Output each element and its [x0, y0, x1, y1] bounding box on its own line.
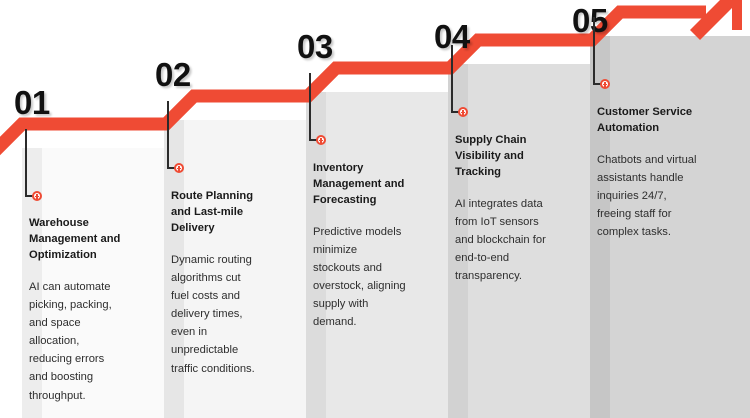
step-number-5: 05	[572, 2, 608, 39]
connector-2-line	[167, 101, 169, 169]
connector-3	[309, 73, 329, 146]
step-number-2: 02	[155, 56, 191, 93]
step-title-3: Inventory Management and Forecasting	[313, 162, 405, 206]
connector-4	[451, 45, 471, 118]
connector-2	[167, 101, 187, 174]
connector-5-marker-icon	[600, 79, 610, 90]
step-body-1: AI can automate picking, packing, and sp…	[29, 280, 112, 402]
connector-4-foot	[451, 111, 460, 113]
connector-2-foot	[167, 167, 176, 169]
connector-2-marker-icon	[174, 163, 184, 174]
connector-5-line	[593, 17, 595, 85]
connector-1	[25, 129, 45, 202]
step-panel-2	[164, 120, 310, 418]
step-number-3: 03	[297, 28, 333, 65]
step-panel-2-face	[184, 120, 310, 418]
connector-3-marker-icon	[316, 135, 326, 146]
step-title-5: Customer Service Automation	[597, 106, 693, 134]
step-text-1: Warehouse Management and Optimization AI…	[29, 216, 157, 405]
connector-3-line	[309, 73, 311, 141]
step-number-1: 01	[14, 84, 50, 121]
connector-1-foot	[25, 195, 34, 197]
connector-4-marker-icon	[458, 107, 468, 118]
connector-1-marker-icon	[32, 191, 42, 202]
step-title-4: Supply Chain Visibility and Tracking	[455, 134, 527, 178]
step-panel-1-edge	[22, 148, 42, 418]
step-body-2: Dynamic routing algorithms cut fuel cost…	[171, 253, 255, 375]
step-panel-1-face	[42, 148, 168, 418]
step-text-2: Route Planning and Last-mile Delivery Dy…	[171, 189, 299, 378]
step-body-5: Chatbots and virtual assistants handle i…	[597, 153, 697, 239]
step-panel-3-edge	[306, 92, 326, 418]
connector-1-line	[25, 129, 27, 197]
connector-5-foot	[593, 83, 602, 85]
step-body-3: Predictive models minimize stockouts and…	[313, 225, 406, 329]
connector-5	[593, 17, 613, 90]
step-text-5: Customer Service Automation Chatbots and…	[597, 105, 743, 242]
step-title-1: Warehouse Management and Optimization	[29, 217, 121, 261]
step-panel-2-edge	[164, 120, 184, 418]
step-body-4: AI integrates data from IoT sensors and …	[455, 197, 546, 283]
step-text-4: Supply Chain Visibility and Tracking AI …	[455, 133, 585, 285]
step-text-3: Inventory Management and Forecasting Pre…	[313, 161, 443, 332]
connector-4-line	[451, 45, 453, 113]
connector-3-foot	[309, 139, 318, 141]
step-panel-1	[22, 148, 168, 418]
step-title-2: Route Planning and Last-mile Delivery	[171, 190, 254, 234]
